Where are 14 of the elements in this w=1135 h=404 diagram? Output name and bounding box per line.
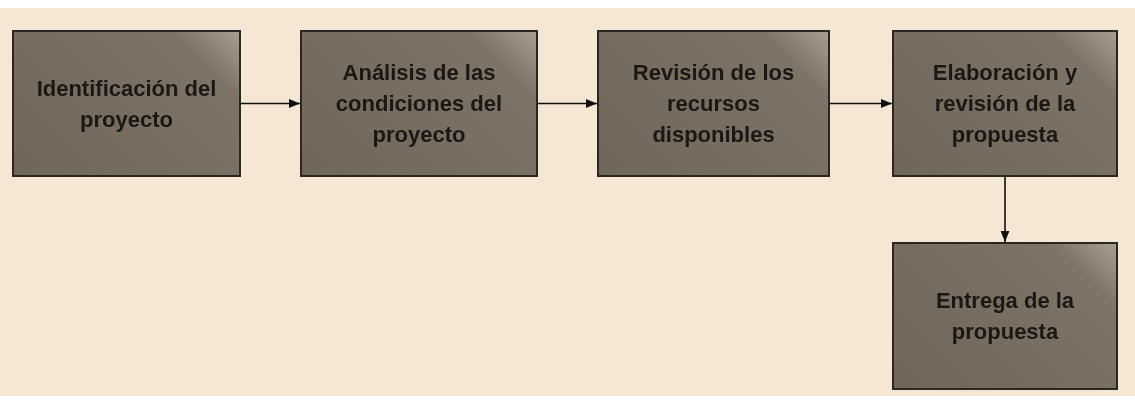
process-box	[300, 30, 538, 177]
box-label: Revisión de los recursos disponibles	[631, 59, 796, 149]
box-label: Elaboración y revisión de la propuesta	[931, 59, 1079, 149]
arrow	[240, 99, 301, 108]
process-box	[597, 30, 830, 177]
arrow	[537, 99, 598, 108]
box-label: Análisis de las condiciones del proyecto	[334, 59, 504, 149]
process-box	[12, 30, 241, 177]
process-box	[892, 30, 1118, 177]
process-box	[892, 242, 1118, 390]
box-label: Entrega de la propuesta	[934, 287, 1076, 346]
arrow	[829, 99, 893, 108]
box-label: Identificación del proyecto	[35, 74, 218, 134]
arrow	[1000, 176, 1010, 243]
